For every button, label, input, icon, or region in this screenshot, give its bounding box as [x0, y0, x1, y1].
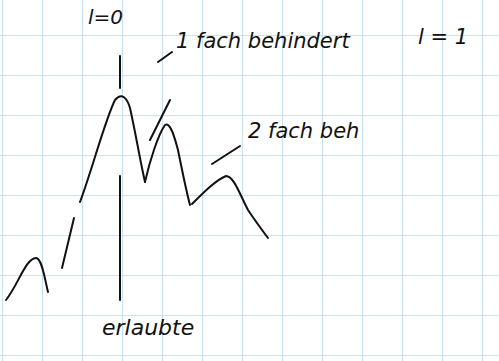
curve — [62, 218, 74, 268]
handwritten-label: 2 fach beh — [248, 120, 359, 143]
leader-line — [212, 146, 240, 164]
curve — [6, 258, 48, 300]
leader-line — [119, 56, 121, 88]
leader-line — [119, 176, 121, 300]
handwritten-label: l=0 — [88, 6, 123, 28]
leader-line — [150, 100, 170, 140]
curve — [192, 176, 268, 238]
leader-line — [158, 52, 172, 62]
curve — [80, 96, 145, 202]
handwritten-label: 1 fach behindert — [176, 30, 350, 53]
handwritten-label: erlaubte — [102, 316, 194, 340]
handwritten-label: l = 1 — [418, 26, 468, 49]
